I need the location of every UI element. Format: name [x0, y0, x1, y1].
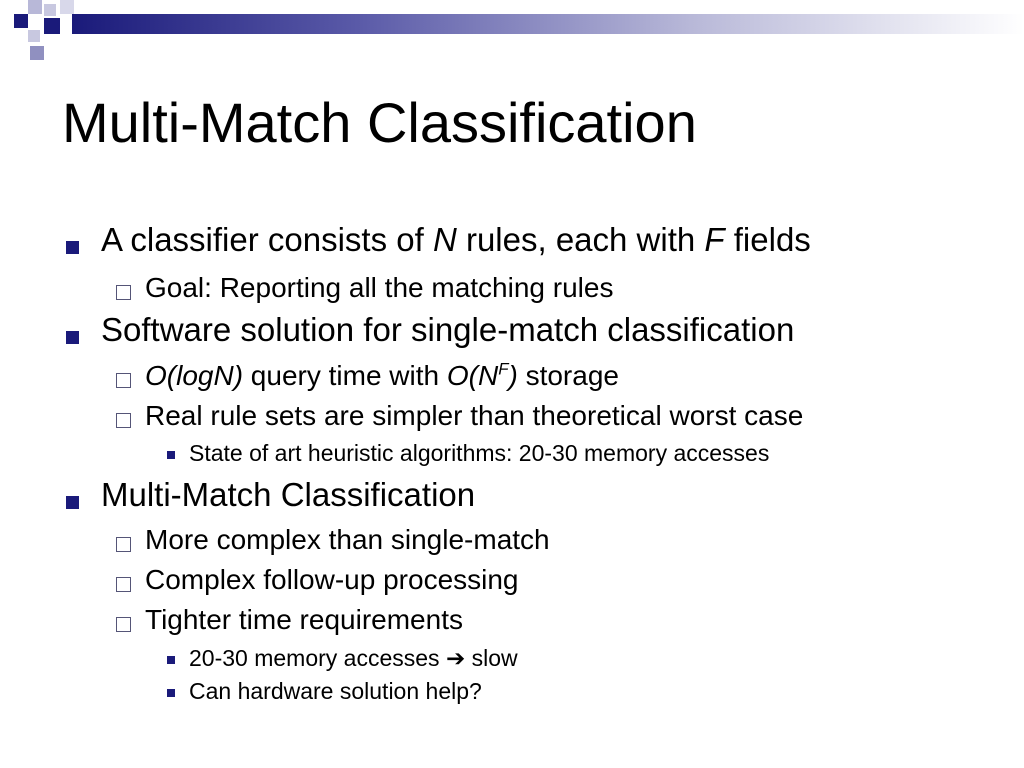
filled-square-bullet-icon	[167, 656, 175, 664]
bullet-text-part: N	[432, 221, 457, 258]
bullet-text: State of art heuristic algorithms: 20-30…	[189, 440, 769, 467]
bullet-text-part: slow	[465, 645, 518, 671]
bullet-text-part: Multi-Match Classification	[101, 476, 476, 513]
bullet-text-part: F	[498, 359, 509, 379]
bullet-text: Software solution for single-match class…	[101, 311, 794, 349]
bullet-text-part: Can hardware solution help?	[189, 678, 482, 704]
bullet-text-part: Software solution for single-match class…	[101, 311, 795, 348]
bullet-text-part: State of art heuristic algorithms: 20-30…	[189, 440, 770, 466]
bullet-text-part: Real rule sets are simpler than theoreti…	[145, 400, 804, 431]
bullet-text: Real rule sets are simpler than theoreti…	[145, 400, 803, 432]
bullet-text: 20-30 memory accesses ➔ slow	[189, 645, 518, 672]
bullet-text-part: O(N	[446, 360, 499, 391]
slide-title: Multi-Match Classification	[62, 91, 697, 154]
decor-square	[14, 14, 28, 28]
hollow-square-bullet-icon	[116, 617, 131, 632]
filled-square-bullet-icon	[167, 451, 175, 459]
bullet-text-part: fields	[724, 221, 811, 258]
header-decoration	[0, 0, 1024, 64]
filled-square-bullet-icon	[167, 689, 175, 697]
decor-square	[28, 0, 42, 14]
bullet-text-part: More complex than single-match	[145, 524, 550, 555]
decor-square	[44, 18, 60, 34]
decor-square	[44, 4, 56, 16]
bullet-text: More complex than single-match	[145, 524, 550, 556]
bullet-text-part: storage	[517, 360, 619, 391]
bullet-text: Can hardware solution help?	[189, 678, 482, 705]
bullet-text: Tighter time requirements	[145, 604, 463, 636]
filled-square-bullet-icon	[66, 496, 79, 509]
bullet-text-part: F	[704, 221, 725, 258]
bullet-text-part: query time with	[243, 360, 447, 391]
bullet-text-part: rules, each with	[456, 221, 705, 258]
hollow-square-bullet-icon	[116, 285, 131, 300]
hollow-square-bullet-icon	[116, 413, 131, 428]
hollow-square-bullet-icon	[116, 373, 131, 388]
bullet-text-part: 20-30 memory accesses	[189, 645, 446, 671]
filled-square-bullet-icon	[66, 331, 79, 344]
decor-square	[30, 46, 44, 60]
hollow-square-bullet-icon	[116, 537, 131, 552]
bullet-text: Multi-Match Classification	[101, 476, 475, 514]
bullet-text-part: A classifier consists of	[101, 221, 433, 258]
arrow-right-icon: ➔	[445, 646, 466, 672]
decor-square	[60, 0, 74, 14]
bullet-text-part: Complex follow-up processing	[145, 564, 519, 595]
bullet-text-part: Tighter time requirements	[145, 604, 463, 635]
header-gradient-bar	[72, 14, 1024, 34]
bullet-text: Goal: Reporting all the matching rules	[145, 272, 613, 304]
bullet-text-part: )	[508, 360, 518, 391]
decor-square	[28, 30, 40, 42]
hollow-square-bullet-icon	[116, 577, 131, 592]
filled-square-bullet-icon	[66, 241, 79, 254]
bullet-text-part: O(logN)	[145, 360, 244, 391]
bullet-text: Complex follow-up processing	[145, 564, 519, 596]
bullet-text: A classifier consists of N rules, each w…	[101, 221, 811, 259]
bullet-text: O(logN) query time with O(NF) storage	[145, 360, 619, 392]
bullet-text-part: Goal: Reporting all the matching rules	[145, 272, 614, 303]
